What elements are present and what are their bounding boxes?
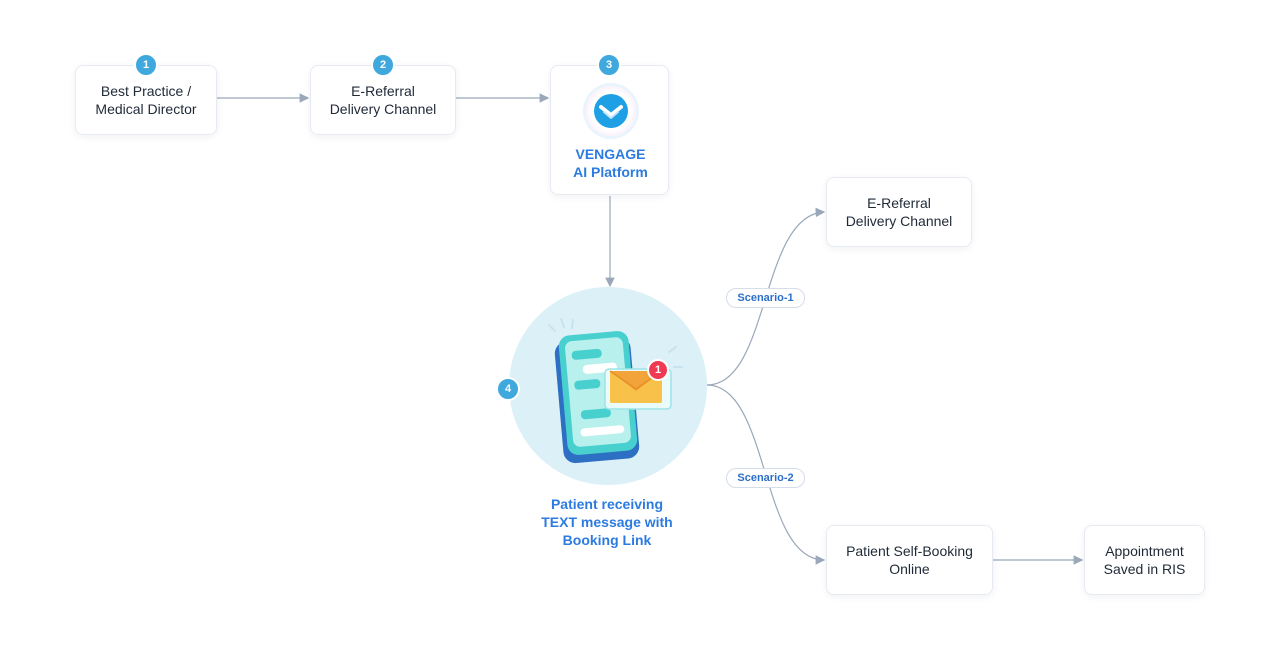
notification-badge <box>647 359 669 381</box>
vengage-logo-icon <box>586 86 636 136</box>
scenario-1-target-label: E-Referral Delivery Channel <box>845 195 953 229</box>
phone-message-icon <box>548 318 683 464</box>
step-1-box: Best Practice / Medical Director <box>75 65 217 135</box>
platform-name: VENGAGE AI Platform <box>573 146 648 180</box>
scenario-1-pill: Scenario-1 <box>726 288 805 308</box>
step-4-label: Patient receiving TEXT message with Book… <box>541 496 673 548</box>
appointment-box: Appointment Saved in RIS <box>1084 525 1205 595</box>
appointment-label: Appointment Saved in RIS <box>1103 543 1186 577</box>
step-2-box: E-Referral Delivery Channel <box>310 65 456 135</box>
self-booking-box: Patient Self-Booking Online <box>826 525 993 595</box>
step-1-label: Best Practice / Medical Director <box>95 83 197 117</box>
notification-count: 1 <box>654 364 662 376</box>
self-booking-label: Patient Self-Booking Online <box>846 543 973 577</box>
step-1-badge: 1 <box>134 53 158 77</box>
phone-circle <box>509 287 707 485</box>
step-3-box: VENGAGE AI Platform <box>550 65 669 195</box>
scenario-2-pill: Scenario-2 <box>726 468 805 488</box>
step-3-badge: 3 <box>597 53 621 77</box>
scenario-1-target-box: E-Referral Delivery Channel <box>826 177 972 247</box>
step-2-label: E-Referral Delivery Channel <box>329 83 437 117</box>
step-4-badge: 4 <box>496 377 520 401</box>
step-2-badge: 2 <box>371 53 395 77</box>
